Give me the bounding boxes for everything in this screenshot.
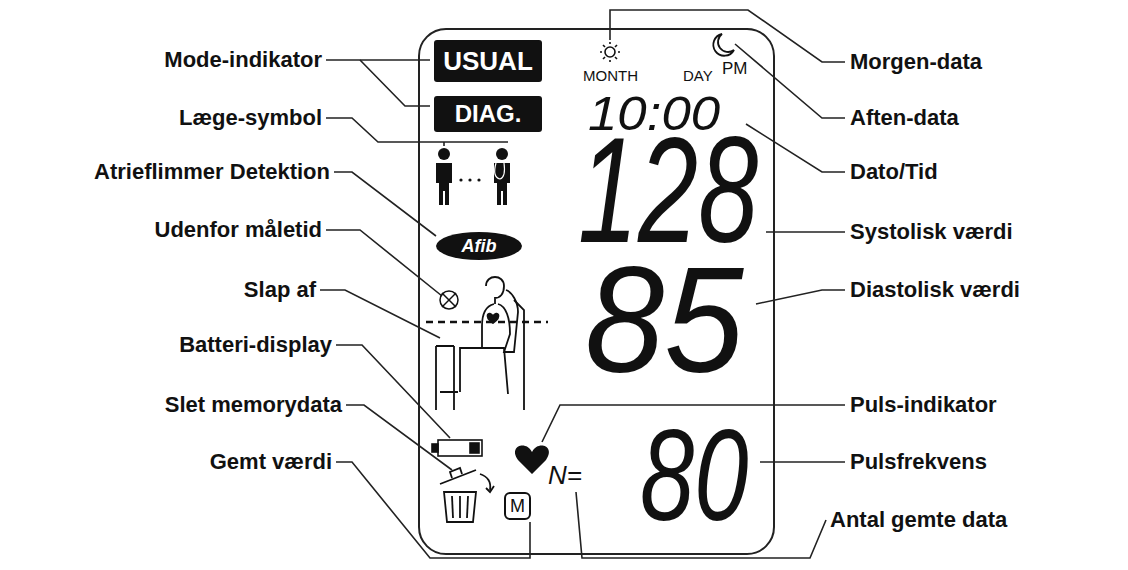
time-out-symbol [440, 291, 458, 309]
callout-label: Aften-data [850, 107, 959, 129]
display-value: PM [722, 60, 748, 77]
relax-posture-symbol [426, 277, 548, 410]
callout-label: Udenfor måletid [155, 219, 322, 241]
callout-label: Slet memorydata [165, 394, 342, 416]
callout-label: Antal gemte data [830, 509, 1007, 531]
callout-label: Systolisk værdi [850, 221, 1013, 243]
callout-label: Pulsfrekvens [850, 451, 987, 473]
callout-label: Læge-symbol [179, 107, 322, 129]
callout-label: Diastolisk værdi [850, 279, 1020, 301]
mode-box: DIAG. [434, 96, 542, 132]
pulse-heart [515, 446, 549, 474]
box-text: DIAG. [455, 102, 522, 126]
leader-lines [320, 10, 845, 558]
display-value: DAY [683, 68, 713, 83]
moon-icon [713, 34, 734, 56]
callout-label: Slap af [244, 279, 316, 301]
box-text: Afib [462, 237, 497, 255]
display-value: MONTH [583, 68, 638, 83]
callout-label: Morgen-data [850, 51, 982, 73]
box-text: M [510, 497, 525, 515]
afib-badge: Afib [436, 232, 522, 260]
callout-label: Mode-indikator [164, 49, 322, 71]
callout-label: Atrieflimmer Detektion [94, 161, 330, 183]
battery-symbol [432, 440, 482, 456]
sun-icon [600, 42, 620, 62]
display-value: 80 [640, 410, 748, 540]
trash-symbol [440, 468, 494, 522]
memory-box: M [504, 492, 531, 520]
mode-box: USUAL [434, 40, 542, 82]
callout-label: Gemt værdi [210, 451, 332, 473]
display-value: 85 [585, 245, 744, 395]
display-value: N= [548, 462, 582, 488]
patient-doctor-symbol [436, 148, 510, 205]
lcd-display: MONTHDAYPM10:0012885N=80USUALDIAG.AfibM [418, 28, 775, 555]
callout-label: Puls-indikator [850, 394, 997, 416]
box-text: USUAL [443, 48, 533, 74]
callout-label: Dato/Tid [850, 161, 938, 183]
callout-label: Batteri-display [179, 334, 332, 356]
display-value: 128 [578, 115, 758, 265]
